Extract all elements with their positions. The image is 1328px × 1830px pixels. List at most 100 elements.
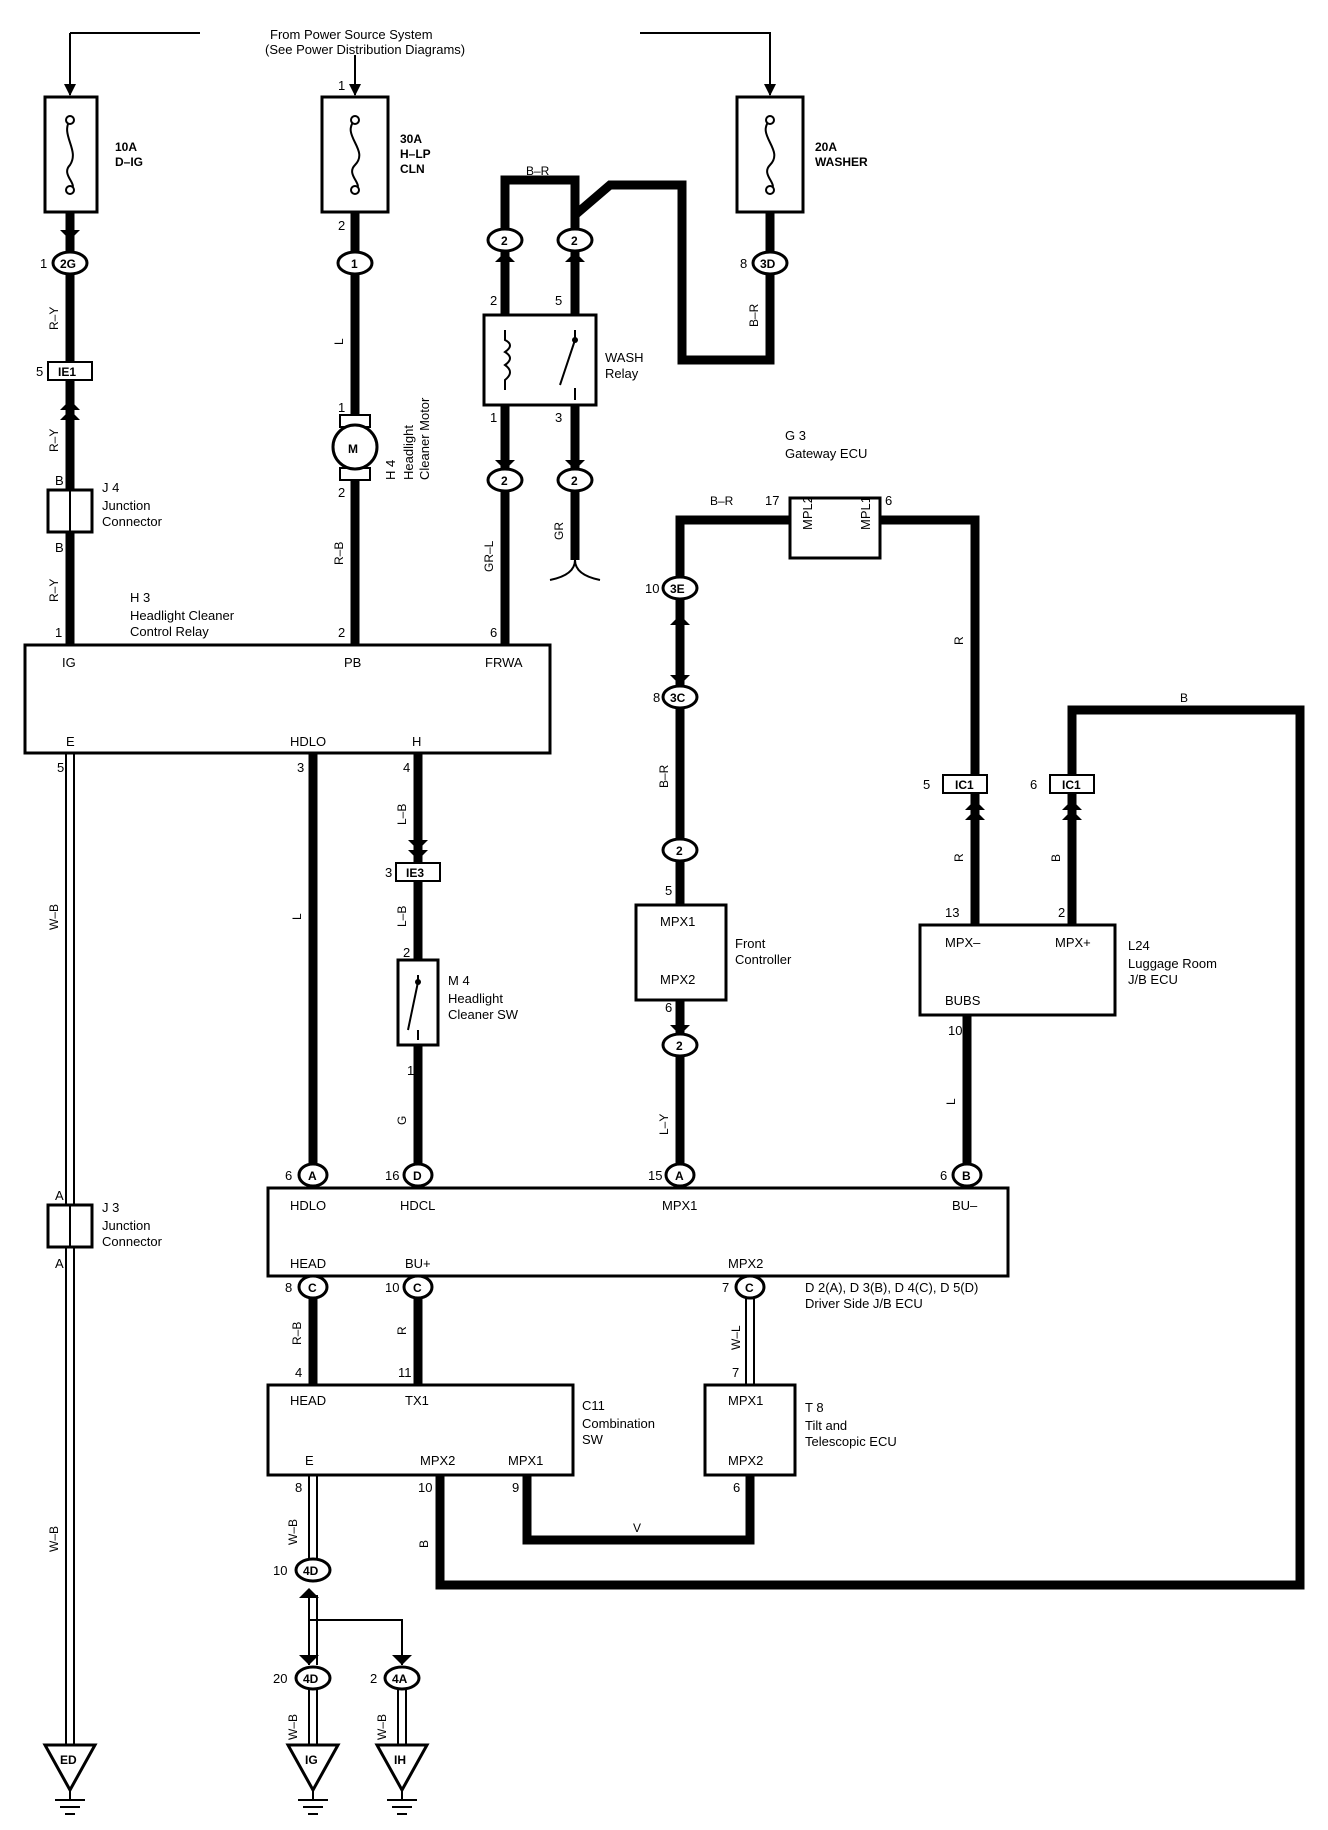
- gateway-ecu-g3: [788, 496, 882, 560]
- connector-boxes: [47, 361, 1095, 882]
- jb-label-2: Driver Side J/B ECU: [805, 1296, 923, 1311]
- m4-label-2: Cleaner SW: [448, 1007, 519, 1022]
- wire-color-label: B–R: [657, 764, 671, 788]
- pin-label: 2: [338, 218, 345, 233]
- pin-label: 7: [732, 1365, 739, 1380]
- pin-label: 10: [385, 1280, 399, 1295]
- fuse-washer-name: WASHER: [815, 155, 868, 169]
- connector-2: 2: [676, 1039, 683, 1053]
- pin-label: 17: [765, 493, 779, 508]
- pin-label: 6: [490, 625, 497, 640]
- fuse-h-lp-amp: 30A: [400, 132, 422, 146]
- h4-label-1: Headlight: [401, 425, 416, 480]
- j3-pin-a: A: [55, 1256, 64, 1271]
- connector-A: A: [675, 1169, 684, 1183]
- pin-label: 2: [1058, 905, 1065, 920]
- fuse-d-ig-amp: 10A: [115, 140, 137, 154]
- wire-color-label: W–B: [375, 1714, 389, 1740]
- pin-label: 8: [740, 256, 747, 271]
- power-source-title: From Power Source System: [270, 27, 433, 42]
- h3-terminal-h: H: [412, 734, 421, 749]
- fuse-washer: [735, 95, 805, 214]
- pin-label: 5: [665, 883, 672, 898]
- pin-label: 13: [945, 905, 959, 920]
- jb-pin-bu-plus: BU+: [405, 1256, 431, 1271]
- pin-label: 9: [512, 1480, 519, 1495]
- h3-terminal-frwa: FRWA: [485, 655, 523, 670]
- connector-2: 2: [571, 474, 578, 488]
- l24-label-2: J/B ECU: [1128, 972, 1178, 987]
- j4-label-2: Connector: [102, 514, 163, 529]
- c11-id: C11: [582, 1398, 605, 1413]
- h3-terminal-ig: IG: [62, 655, 76, 670]
- jb-pin-hdcl: HDCL: [400, 1198, 435, 1213]
- pin-label: 6: [665, 1000, 672, 1015]
- connector-C: C: [745, 1281, 754, 1295]
- front-pin-mpx2: MPX2: [660, 972, 695, 987]
- socket-marks: [60, 230, 1082, 1665]
- connector-IE3: IE3: [406, 866, 424, 880]
- connector-IC1: IC1: [955, 778, 974, 792]
- ground-ig: IG: [305, 1753, 318, 1767]
- g3-id: G 3: [785, 428, 806, 443]
- luggage-room-jb-ecu-l24: [918, 923, 1117, 1017]
- connector-3C: 3C: [670, 691, 686, 705]
- connector-2: 2: [676, 844, 683, 858]
- pin-label: 10: [273, 1563, 287, 1578]
- wire-color-label: L: [290, 913, 304, 920]
- wire-color-label: W–B: [47, 1526, 61, 1552]
- pin-label: 8: [653, 690, 660, 705]
- j3-label-2: Connector: [102, 1234, 163, 1249]
- headlight-cleaner-switch-m4: [396, 958, 440, 1047]
- g3-label: Gateway ECU: [785, 446, 867, 461]
- pin-label: 8: [295, 1480, 302, 1495]
- fuse-h-lp-cln: [320, 95, 390, 214]
- wire-color-label: B: [417, 1540, 431, 1548]
- pin-label: 1: [40, 256, 47, 271]
- jb-label-1: D 2(A), D 3(B), D 4(C), D 5(D): [805, 1280, 978, 1295]
- wire-color-label: L: [332, 338, 346, 345]
- j4-pin-b: B: [55, 473, 64, 488]
- j3-label-1: Junction: [102, 1218, 150, 1233]
- pin-label: 2: [338, 625, 345, 640]
- pin-label: 10: [948, 1023, 962, 1038]
- connector-IC1: IC1: [1062, 778, 1081, 792]
- ground-symbols: [42, 1743, 430, 1815]
- connector-A: A: [308, 1169, 317, 1183]
- wire-color-label: R–B: [290, 1322, 304, 1345]
- t8-label-1: Tilt and: [805, 1418, 847, 1433]
- wash-relay-label-2: Relay: [605, 366, 639, 381]
- wire-color-label: W–B: [47, 904, 61, 930]
- headlight-cleaner-motor-h4: [331, 414, 379, 481]
- wire-color-label: L–Y: [657, 1114, 671, 1135]
- ground-ed: ED: [60, 1753, 77, 1767]
- pin-label: 1: [407, 1063, 414, 1078]
- g3-pin-mpl2: MPL2: [800, 496, 815, 530]
- c11-pin-mpx1: MPX1: [508, 1453, 543, 1468]
- j3-pin-a: A: [55, 1188, 64, 1203]
- c11-pin-tx1: TX1: [405, 1393, 429, 1408]
- connector-IE1: IE1: [58, 365, 76, 379]
- pin-label: 2: [370, 1671, 377, 1686]
- wire-color-label: B: [1049, 854, 1063, 862]
- wire-color-label: W–B: [286, 1519, 300, 1545]
- l24-pin-mpx-plus: MPX+: [1055, 935, 1091, 950]
- fuse-h-lp-name: H–LP: [400, 147, 431, 161]
- h4-id: H 4: [383, 460, 398, 480]
- front-pin-mpx1: MPX1: [660, 914, 695, 929]
- h3-label-2: Control Relay: [130, 624, 209, 639]
- pin-label: 7: [722, 1280, 729, 1295]
- pin-label: 5: [923, 777, 930, 792]
- g3-pin-mpl1: MPL1: [858, 496, 873, 530]
- wire-color-label: R: [952, 636, 966, 645]
- pin-label: 2: [490, 293, 497, 308]
- l24-pin-mpx-minus: MPX–: [945, 935, 981, 950]
- c11-pin-head: HEAD: [290, 1393, 326, 1408]
- pin-label: 10: [645, 581, 659, 596]
- combination-switch-c11: [266, 1383, 575, 1477]
- front-label-1: Front: [735, 936, 766, 951]
- connector-B: B: [962, 1169, 971, 1183]
- pin-label: 11: [398, 1365, 412, 1380]
- wire-color-label: GR–L: [482, 540, 496, 572]
